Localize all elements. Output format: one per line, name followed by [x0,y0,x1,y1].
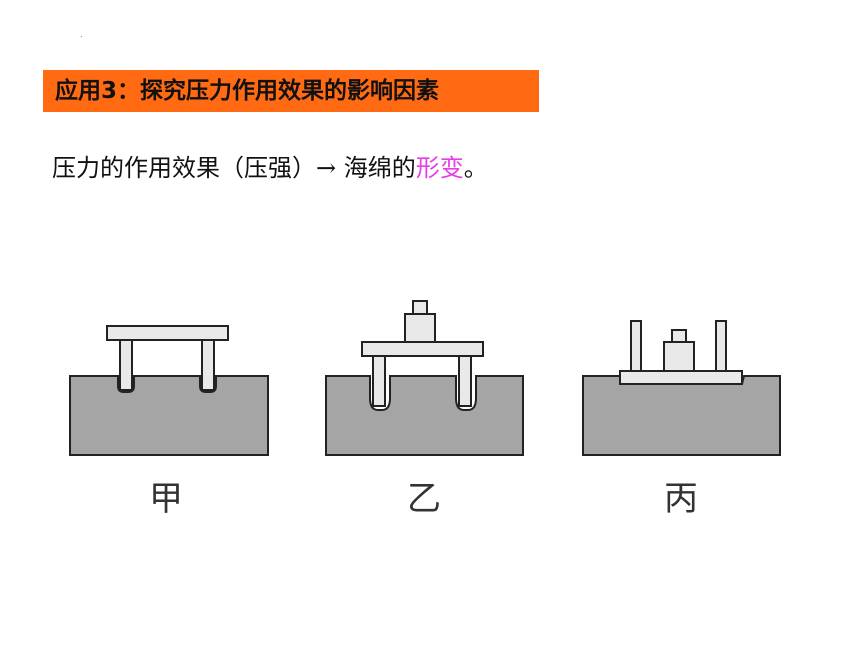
sponge-bing [582,375,781,456]
description-prefix: 压力的作用效果（压强）→ 海绵的 [52,154,416,182]
sponge-jia [69,375,269,456]
section-title: 应用3：探究压力作用效果的影响因素 [43,70,539,112]
setup-yi [325,300,524,456]
table-leg-bing-left [630,320,642,372]
label-jia: 甲 [149,479,183,519]
table-top-bing [619,370,743,385]
setup-bing [582,320,781,456]
table-leg-jia-right [201,339,215,391]
setup-jia [69,325,269,456]
table-top-yi [361,341,484,357]
table-top-jia [106,325,229,341]
sponge-yi [325,375,524,456]
weight-knob-bing [671,329,687,343]
highlight-word: 形变 [415,154,464,182]
table-leg-yi-right [458,355,472,407]
table-leg-jia-left [119,339,133,391]
label-bing: 丙 [664,479,698,519]
table-leg-yi-left [372,355,386,407]
label-yi: 乙 [407,479,441,519]
weight-body-bing [663,341,695,372]
decor-dot: . [80,30,83,39]
description-suffix: 。 [463,154,488,182]
weight-knob-yi [412,300,428,315]
table-leg-bing-right [715,320,727,372]
description-line: 压力的作用效果（压强）→ 海绵的形变。 [52,148,488,183]
weight-body-yi [404,313,436,343]
